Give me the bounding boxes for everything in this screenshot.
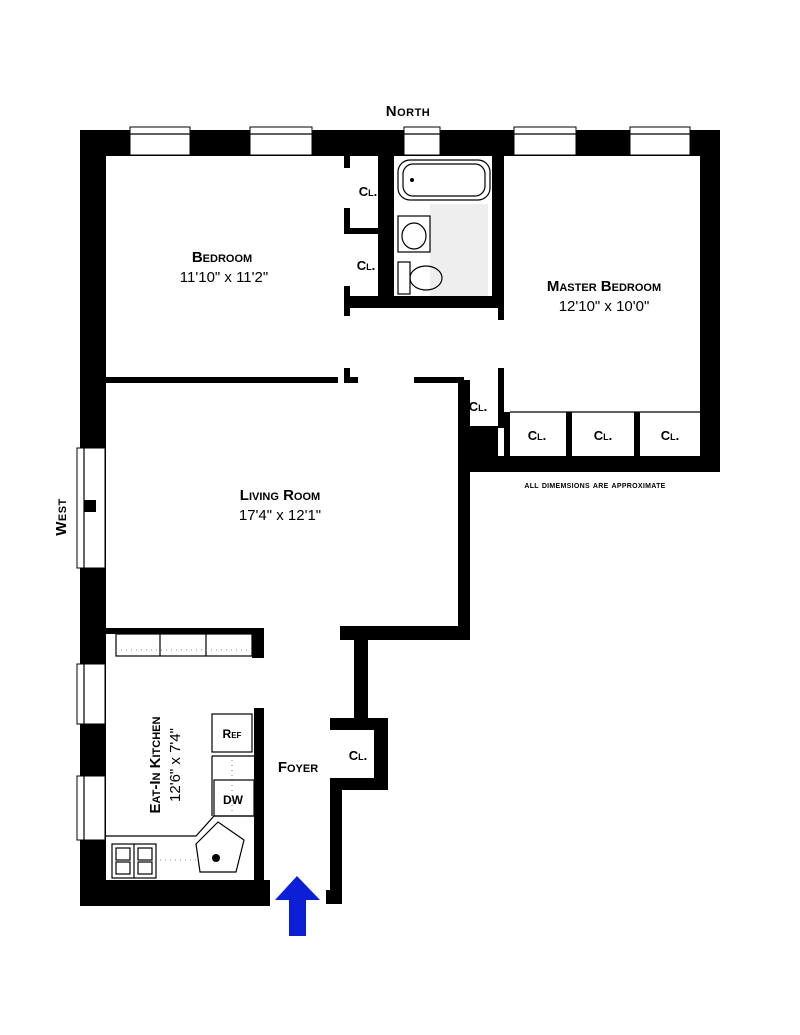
master-bedroom-dimensions: 12'10" x 10'0" bbox=[559, 298, 650, 315]
master-closet-1-label: Cl. bbox=[528, 428, 547, 443]
bedroom-closet-1-label: Cl. bbox=[359, 184, 378, 199]
interior-walls bbox=[106, 156, 640, 658]
dishwasher-label: DW bbox=[223, 793, 244, 807]
kitchen-dimensions: 12'6" x 7'4" bbox=[167, 728, 184, 802]
master-bedroom-label: Master Bedroom bbox=[547, 278, 661, 295]
master-closet-3-label: Cl. bbox=[661, 428, 680, 443]
compass-north: North bbox=[386, 103, 431, 120]
foyer-closet-label: Cl. bbox=[349, 748, 368, 763]
master-closet-2-label: Cl. bbox=[594, 428, 613, 443]
fixtures bbox=[106, 159, 700, 879]
kitchen-label: Eat-In Kitchen bbox=[147, 716, 164, 813]
living-room-label: Living Room bbox=[240, 487, 320, 504]
approximate-note: All dimemsions are approximate bbox=[524, 480, 665, 491]
north-windows bbox=[129, 126, 691, 156]
living-room-dimensions: 17'4" x 12'1" bbox=[239, 507, 321, 524]
foyer-label: Foyer bbox=[278, 759, 318, 776]
bedroom-dimensions: 11'10" x 11'2" bbox=[180, 269, 268, 286]
bedroom-label: Bedroom bbox=[192, 249, 252, 266]
west-windows bbox=[76, 447, 106, 841]
bedroom-closet-2-label: Cl. bbox=[357, 258, 376, 273]
entry-arrow-icon bbox=[275, 876, 320, 936]
refrigerator-label: Ref bbox=[223, 727, 242, 741]
hall-closet-label: Cl. bbox=[469, 399, 488, 414]
compass-west: West bbox=[53, 498, 70, 536]
